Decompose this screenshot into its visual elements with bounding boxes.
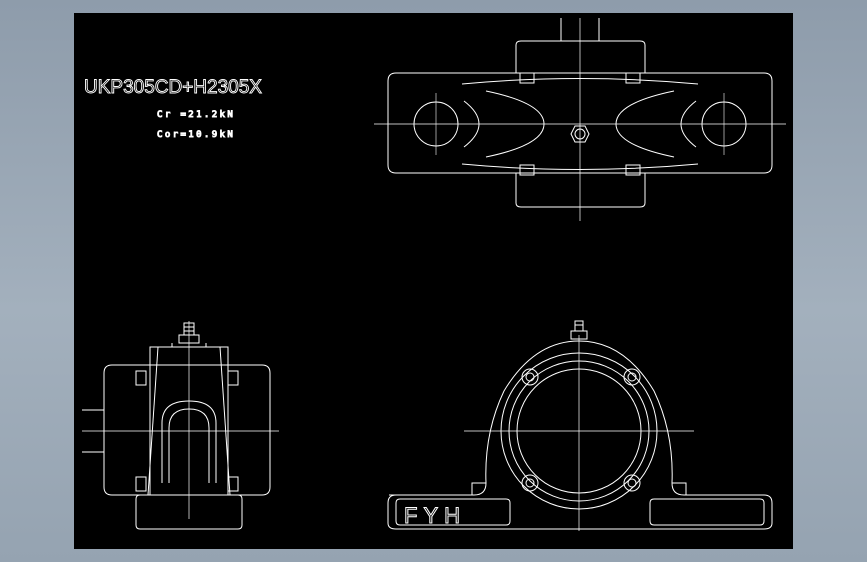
front-view — [387, 320, 773, 531]
top-view — [374, 18, 786, 221]
part-number-title: UKP305CD+H2305X — [84, 77, 262, 98]
cad-viewport[interactable]: UKP305CD+H2305X Cr =21.2kN Cor=10.9kN — [74, 13, 793, 549]
dynamic-load-rating: Cr =21.2kN — [157, 110, 235, 120]
side-view — [82, 321, 279, 530]
static-load-rating: Cor=10.9kN — [157, 130, 235, 140]
bearing-drawing: UKP305CD+H2305X Cr =21.2kN Cor=10.9kN — [82, 18, 786, 531]
brand-label: FYH — [404, 503, 466, 528]
